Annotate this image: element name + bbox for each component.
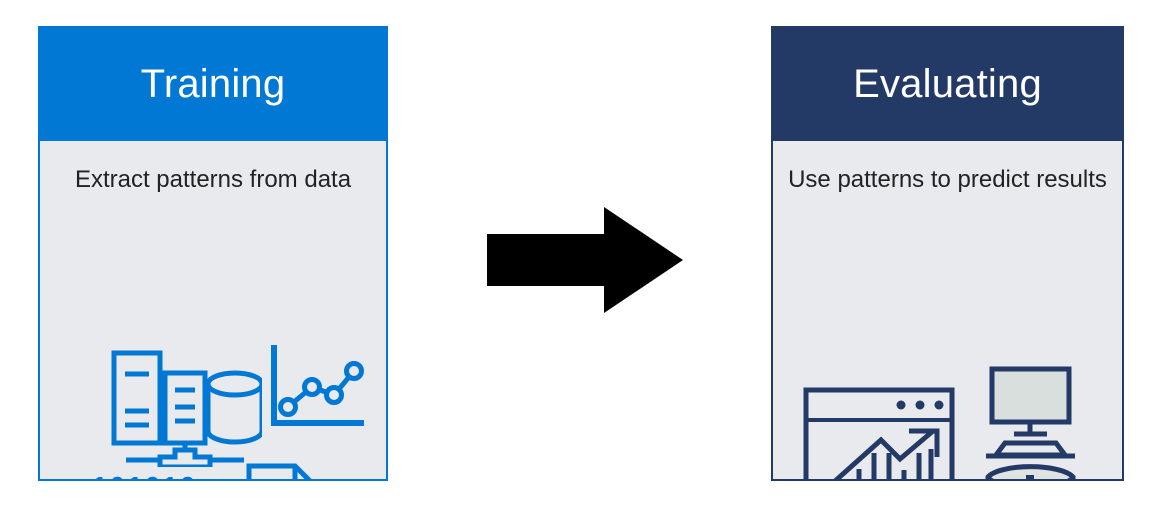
evaluating-devices-group	[978, 363, 1083, 479]
line-chart-icon	[268, 345, 364, 433]
document-icon	[245, 463, 323, 479]
training-card-body: Extract patterns from data	[38, 141, 388, 481]
evaluating-card-header: Evaluating	[771, 26, 1124, 141]
binary-row-1: 101010	[92, 471, 197, 479]
binary-data-icon: 101010 010101 101010	[92, 471, 197, 479]
training-card-subtitle: Extract patterns from data	[74, 166, 352, 193]
arrow-right-icon	[487, 205, 683, 320]
servers-database-icon	[92, 349, 262, 467]
training-card-title: Training	[140, 61, 286, 106]
vr-headset-icon	[985, 464, 1076, 479]
desktop-monitor-icon	[986, 366, 1075, 459]
evaluating-card-body: Use patterns to predict results	[771, 141, 1124, 481]
training-card: Training Extract patterns from data	[38, 26, 388, 481]
training-card-header: Training	[38, 26, 388, 141]
evaluating-card-subtitle: Use patterns to predict results	[788, 166, 1107, 193]
evaluating-card: Evaluating Use patterns to predict resul…	[771, 26, 1124, 481]
browser-analytics-icon	[803, 387, 955, 479]
evaluating-card-title: Evaluating	[853, 61, 1042, 106]
